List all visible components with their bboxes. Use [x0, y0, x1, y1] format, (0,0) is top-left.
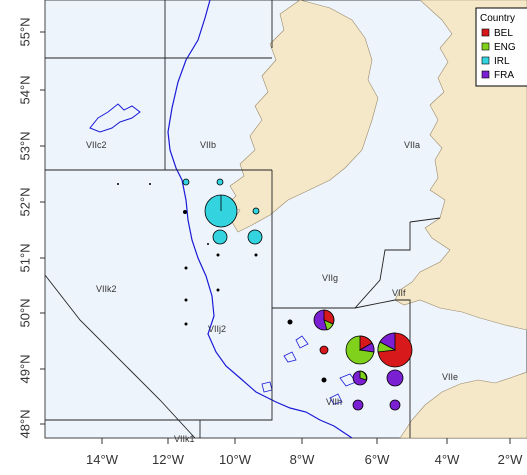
pie-irl	[182, 178, 190, 186]
area-label: VIIk1	[174, 434, 195, 444]
x-axis-label: 12°W	[152, 452, 185, 467]
y-axis-label: 53°N	[17, 131, 32, 160]
legend-swatch	[481, 42, 490, 51]
land-brittany	[399, 371, 527, 439]
legend-swatch	[481, 28, 490, 37]
pie-mixed-1	[313, 309, 335, 331]
y-axis-label: 48°N	[17, 409, 32, 438]
catch-dots	[117, 183, 327, 383]
pie-fra	[352, 399, 364, 411]
area-label: VIIk2	[96, 284, 117, 294]
pie-irl	[252, 207, 260, 215]
area-label: VIIe	[442, 372, 458, 382]
legend-entry: IRL	[481, 56, 510, 67]
pie-mixed-2	[345, 335, 375, 365]
legend: Country BEL ENG IRL FRA	[475, 7, 527, 87]
area-label: VIIj2	[208, 324, 226, 334]
x-axis-label: 8°W	[290, 452, 315, 467]
legend-entry: FRA	[481, 70, 514, 81]
catch-dot	[183, 210, 187, 214]
catch-dot	[184, 322, 188, 326]
x-axis-label: 10°W	[219, 452, 252, 467]
area-label: VIIf	[392, 288, 406, 298]
area-label: VIIa	[404, 140, 420, 150]
area-label: VIIh	[326, 397, 342, 407]
area-label: VIIc2	[86, 140, 107, 150]
pie-mixed-3	[377, 332, 413, 368]
catch-dot	[216, 253, 220, 257]
y-axis-label: 51°N	[17, 243, 32, 272]
legend-label: IRL	[494, 56, 510, 67]
legend-title: Country	[480, 13, 515, 24]
legend-swatch	[481, 56, 490, 65]
x-axis-label: 6°W	[365, 452, 390, 467]
catch-dot	[184, 266, 188, 270]
pie-fra	[386, 369, 404, 387]
pie-fra	[389, 399, 401, 411]
catch-dot	[149, 183, 151, 185]
legend-entry: BEL	[481, 28, 513, 39]
area-label: VIIb	[200, 140, 216, 150]
catch-dot	[184, 298, 188, 302]
x-axis	[101, 438, 511, 444]
pie-mixed-4	[352, 370, 368, 386]
pie-irl	[212, 229, 228, 245]
bathymetry-contour-2	[89, 103, 141, 133]
legend-label: ENG	[494, 42, 516, 53]
y-axis	[40, 31, 45, 425]
y-axis-label: 50°N	[17, 298, 32, 327]
catch-dot	[117, 183, 119, 185]
catch-dot	[207, 243, 209, 245]
y-axis-label: 55°N	[17, 17, 32, 46]
x-axis-label: 2°W	[498, 452, 523, 467]
legend-swatch	[481, 70, 490, 79]
catch-dot	[287, 319, 293, 325]
catch-dot	[321, 377, 327, 383]
catch-dot	[216, 288, 220, 292]
plot-area: VIIc2 VIIb VIIa VIIk2 VIIj2 VIIg VIIf VI…	[44, 0, 527, 444]
x-axis-label: 14°W	[86, 452, 119, 467]
y-axis-label: 49°N	[17, 354, 32, 383]
legend-label: FRA	[494, 70, 514, 81]
legend-label: BEL	[494, 28, 513, 39]
pie-charts	[182, 178, 413, 411]
y-axis-label: 54°N	[17, 75, 32, 104]
x-axis-label: 4°W	[435, 452, 460, 467]
y-axis-label: 52°N	[17, 187, 32, 216]
area-label: VIIg	[322, 273, 338, 283]
ices-grid	[44, 0, 441, 439]
pie-irl	[247, 229, 263, 245]
pie-fra	[320, 320, 324, 324]
bathymetry-contour	[167, 0, 353, 439]
pie-irl	[216, 178, 224, 186]
pie-bel	[319, 345, 329, 355]
catch-dot	[254, 253, 258, 257]
legend-entry: ENG	[481, 42, 516, 53]
